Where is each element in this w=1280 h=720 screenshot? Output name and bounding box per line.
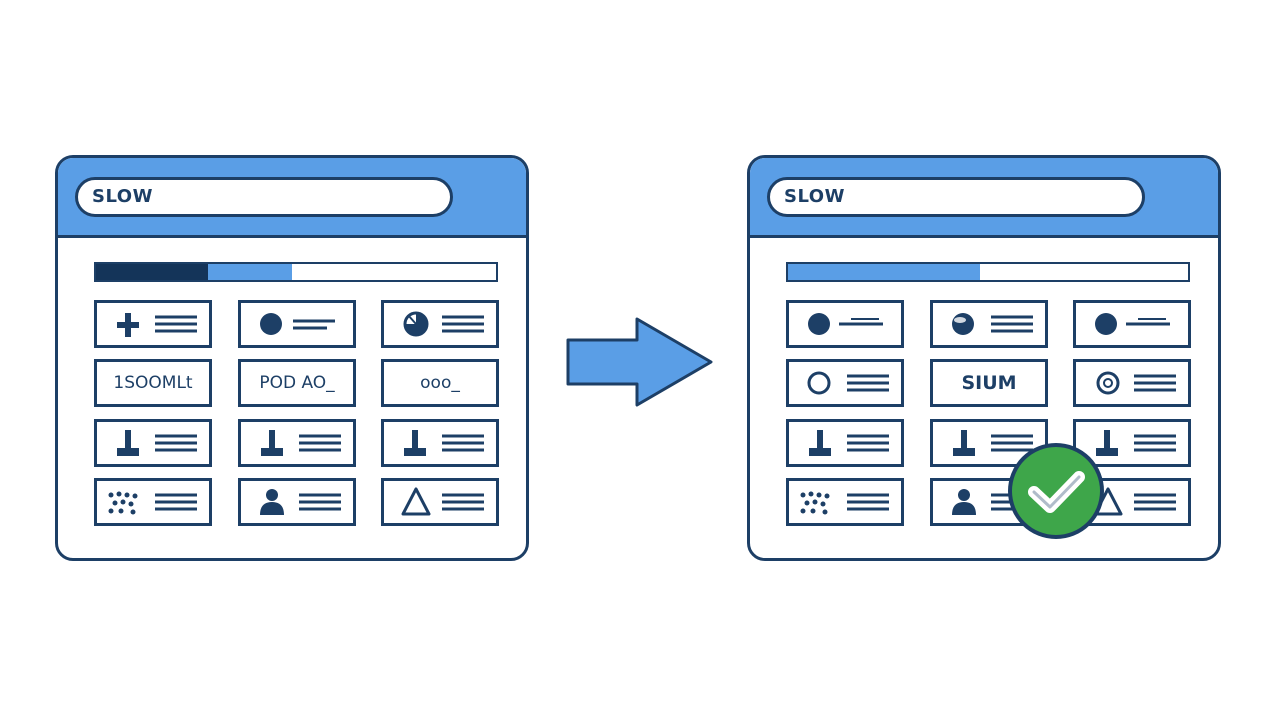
before-card[interactable] [238, 300, 356, 348]
checkmark-icon [1008, 443, 1104, 539]
after-address-bar[interactable]: SLOW [767, 177, 1145, 217]
after-progress-bar [786, 262, 1190, 282]
stamp-icon [1096, 430, 1176, 456]
stamp-icon [117, 430, 197, 456]
after-card[interactable] [786, 359, 904, 407]
after-progress-fill-light [788, 264, 980, 280]
dotted-pattern-icon [108, 491, 197, 515]
before-card[interactable] [381, 419, 499, 467]
before-progress-bar [94, 262, 498, 282]
stamp-icon [404, 430, 484, 456]
ring-icon [1096, 371, 1176, 395]
after-window: SLOW SIUM [747, 155, 1221, 561]
dotted-pattern-icon [800, 491, 889, 515]
after-card[interactable]: SIUM [930, 359, 1048, 407]
after-card[interactable] [930, 419, 1048, 467]
triangle-icon [401, 487, 484, 516]
after-address-text: SLOW [784, 186, 845, 207]
after-card[interactable] [1073, 300, 1191, 348]
filled-circle-icon [260, 313, 335, 335]
after-card[interactable] [1073, 359, 1191, 407]
before-window: SLOW 1SOOMLt POD AO_ ooo_ [55, 155, 529, 561]
before-card[interactable] [94, 478, 212, 526]
after-card[interactable] [1073, 419, 1191, 467]
card-label: SIUM [961, 372, 1017, 394]
after-title-bar: SLOW [750, 158, 1218, 238]
user-silhouette-icon [260, 489, 341, 515]
before-card[interactable] [381, 300, 499, 348]
hollow-circle-icon [807, 371, 889, 395]
stamp-icon [261, 430, 341, 456]
after-card[interactable] [786, 419, 904, 467]
before-address-bar[interactable]: SLOW [75, 177, 453, 217]
before-card[interactable]: POD AO_ [238, 359, 356, 407]
filled-circle-icon [1095, 313, 1170, 335]
before-address-text: SLOW [92, 186, 153, 207]
filled-circle-icon [808, 313, 883, 335]
stamp-icon [953, 430, 1033, 456]
before-card[interactable]: ooo_ [381, 359, 499, 407]
plus-icon [117, 313, 197, 337]
pie-chart-icon [403, 311, 484, 337]
after-card[interactable] [786, 300, 904, 348]
before-card[interactable] [94, 419, 212, 467]
before-card[interactable] [238, 478, 356, 526]
before-title-bar: SLOW [58, 158, 526, 238]
after-card[interactable] [930, 300, 1048, 348]
before-progress-fill-light [208, 264, 292, 280]
before-card[interactable] [381, 478, 499, 526]
glossy-circle-icon [952, 313, 1033, 335]
before-progress-fill-dark [96, 264, 208, 280]
before-card[interactable] [238, 419, 356, 467]
before-card[interactable] [94, 300, 212, 348]
stamp-icon [809, 430, 889, 456]
after-card[interactable] [786, 478, 904, 526]
before-card[interactable]: 1SOOMLt [94, 359, 212, 407]
card-label: ooo_ [420, 373, 460, 393]
arrow-right-icon [566, 317, 713, 407]
card-label: POD AO_ [259, 373, 335, 393]
card-label: 1SOOMLt [113, 373, 193, 393]
